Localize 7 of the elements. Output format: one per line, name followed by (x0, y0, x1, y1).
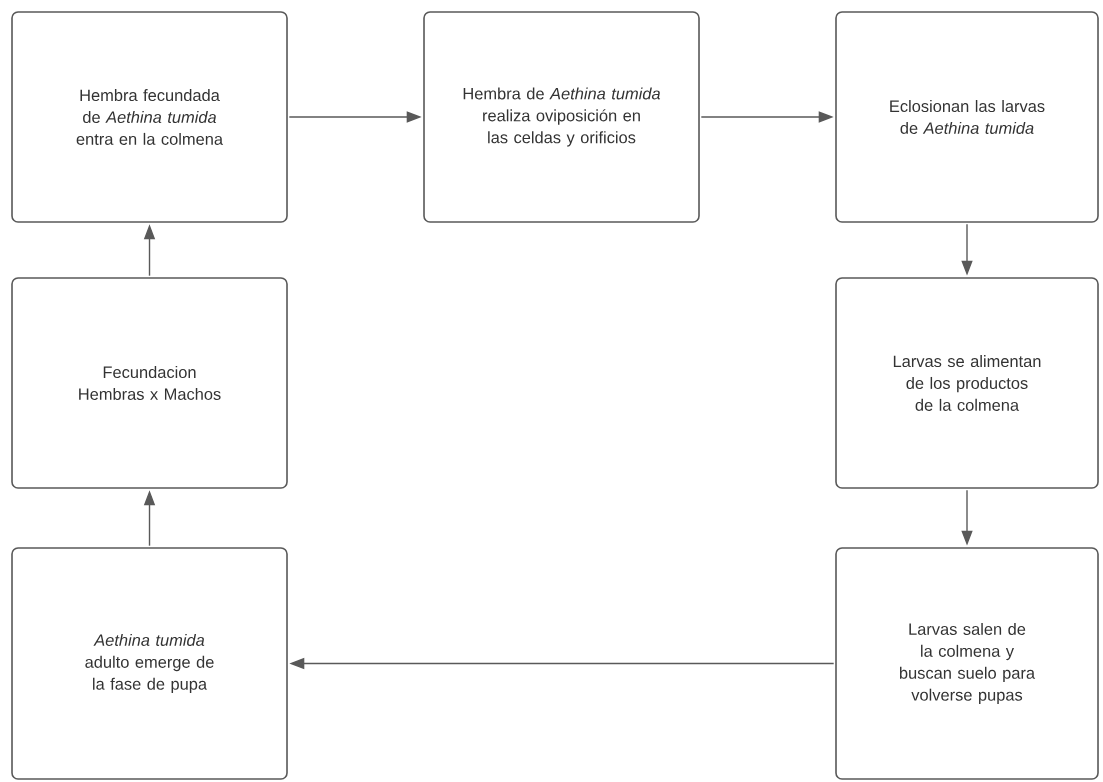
process-box: Fecundacion Hembras x Machos (11, 277, 288, 489)
process-box: Eclosionan las larvas de Aethina tumida (835, 11, 1099, 223)
process-box: Aethina tumida adulto emerge de la fase de pupa (11, 547, 288, 780)
process-box: Larvas se alimentan de los productos de la colmena (835, 277, 1099, 489)
process-box: Larvas salen de la colmena y buscan suelo para volverse pupas (835, 547, 1099, 780)
process-box: Hembra de Aethina tumida realiza oviposición en las celdas y orificios (423, 11, 700, 223)
process-box: Hembra fecundada de Aethina tumida entra en la colmena (11, 11, 288, 223)
